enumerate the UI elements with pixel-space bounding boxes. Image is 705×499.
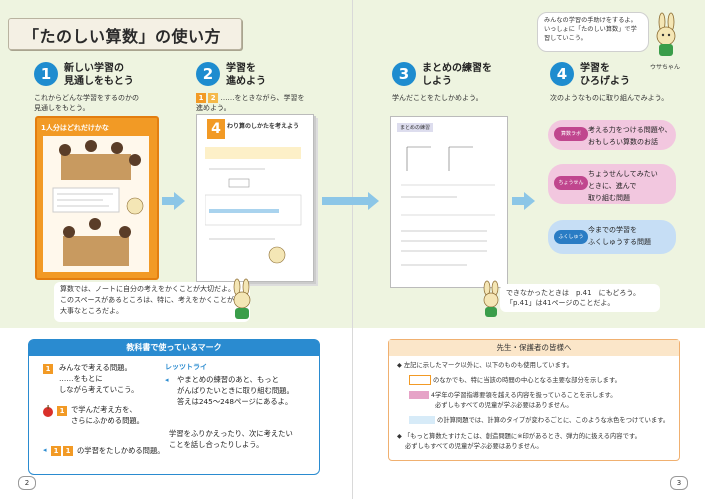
thumbnail-heading: 1人分はどれだけかな — [41, 122, 141, 134]
number-badge-1-icon: 1 — [63, 446, 73, 456]
parents-line-5: の計算問題では、計算のタイプが変わるごとに、このような水色をつけています。 — [409, 416, 669, 426]
page-title-box: 「たのしい算数」の使い方 — [8, 18, 242, 50]
parents-line-1: ◆ 左記に示したマーク以外に、以下のものも使用しています。 — [397, 362, 573, 369]
step-number: 2 — [196, 62, 220, 86]
feature-badge: ふくしゅう — [554, 230, 588, 244]
number-badge-1-icon: 1 — [43, 364, 53, 374]
number-badge-1-icon: 1 — [51, 446, 61, 456]
mark-desc-2: で学んだ考え方を、さらにふかめる問題。 — [71, 405, 144, 425]
page-title: 「たのしい算数」の使い方 — [23, 27, 222, 46]
parents-heading: 先生・保護者の皆様へ — [389, 340, 679, 356]
step-title: 新しい学習の見通しをもとう — [64, 63, 134, 87]
parents-line-2: のなかでも、特に当該の時間の中心となる主要な部分を示します。 — [409, 375, 621, 386]
parents-note-box: 先生・保護者の皆様へ ◆ 左記に示したマーク以外に、以下のものも使用しています。… — [388, 339, 680, 461]
note-box-1 — [54, 282, 250, 322]
step-4-desc: 次のようなものに取り組んでみよう。 — [550, 94, 669, 102]
step-number: 1 — [34, 62, 58, 86]
note-box-3 — [500, 284, 660, 312]
apple-icon — [43, 405, 53, 417]
page-spine — [352, 0, 353, 499]
parents-line-4: 必ずしもすべての児童が学ぶ必要はありません。 — [435, 402, 573, 409]
feature-badge: 算数ラボ — [554, 127, 588, 141]
mark-desc-3: の学習をたしかめる問題。 — [77, 446, 165, 455]
feature-pill-lab: 算数ラボ 考える力をつける問題や、おもしろい算数のお話 — [548, 120, 676, 150]
textbook-page-thumbnail-3: まとめの練習 — [390, 116, 508, 288]
marks-heading: 教科書で使っているマーク — [29, 340, 319, 356]
mark-desc-1: みんなで考える問題。……をもとにしながら考えていこう。 — [59, 363, 139, 394]
step-number: 4 — [550, 62, 574, 86]
textbook-page-thumbnail-2: 4 わり算のしかたを考えよう — [196, 114, 314, 282]
note-text-3: できなかったときは p.41 にもどろう。「p.41」は41ページのことだよ。 — [506, 289, 641, 307]
thumbnail-illustration — [43, 136, 149, 272]
step-1-desc: これからどんな学習をするのかの見通しをもとう。 — [34, 94, 139, 112]
step-title: まとめの練習をしよう — [422, 63, 492, 87]
thumbnail-heading: わり算のしかたを考えよう — [227, 123, 300, 130]
check-arrow-icon: ◂ — [43, 446, 47, 454]
number-badge-2-icon: 2 — [208, 93, 219, 103]
thumbnail-unit-number: 4 — [207, 119, 225, 139]
mark-desc-4: やまとめの練習のあと、もっとがんばりたいときに取り組む問題。答えは245〜248… — [177, 375, 294, 406]
check-arrow-icon: ◂ — [165, 376, 169, 384]
lets-try-badge: レッツトライ — [165, 363, 207, 371]
parents-line-7: 必ずしもすべての児童が学ぶ必要はありません。 — [405, 443, 543, 450]
textbook-page-thumbnail-1: 1人分はどれだけかな — [35, 116, 159, 280]
page-number-left: 2 — [18, 476, 36, 490]
parents-line-3: 4学年の学習指導要領を越える内容を扱っていることを示します。 — [409, 391, 617, 401]
feature-pill-challenge: ちょうせん ちょうせんしてみたいときに、進んで取り組む問題 — [548, 164, 676, 204]
rabbit-character-icon — [483, 280, 499, 317]
page-number-right: 3 — [670, 476, 688, 490]
note-text-1: 算数では、ノートに自分の考えをかくことが大切だよ。このスペースがあるところは、特… — [60, 285, 235, 315]
rabbit-character-icon — [233, 278, 251, 319]
step-number: 3 — [392, 62, 416, 86]
step-2-desc: 1 2 ……をときながら、学習を進めよう。 — [196, 93, 305, 112]
thumbnail-heading: まとめの練習 — [397, 123, 434, 132]
character-name: ウサちゃん — [650, 64, 681, 71]
speech-bubble-top: みんなの学習の手助けをするよ。いっしょに「たのしい算数」で学習していこう。 — [537, 12, 649, 52]
step-title: 学習をひろげよう — [580, 63, 630, 87]
feature-pill-review: ふくしゅう 今までの学習をふくしゅうする問題 — [548, 220, 676, 254]
feature-badge: ちょうせん — [554, 176, 588, 190]
parents-line-6: ◆ 「もっと算数たすけたこは、創造問題に※印があるとき、弾力的に扱える内容です。 — [397, 433, 641, 440]
step-3-desc: 学んだことをたしかめよう。 — [392, 94, 483, 102]
marks-legend-box: 教科書で使っているマーク 1 みんなで考える問題。……をもとにしながら考えていこ… — [28, 339, 320, 475]
step-title: 学習を進めよう — [226, 63, 266, 87]
number-badge-1-icon: 1 — [57, 406, 67, 416]
number-badge-1-icon: 1 — [196, 93, 206, 103]
rabbit-character-icon — [656, 12, 676, 56]
mark-desc-5: 学習をふりかえったり、次に考えたいことを話し合ったりしよう。 — [169, 429, 293, 449]
